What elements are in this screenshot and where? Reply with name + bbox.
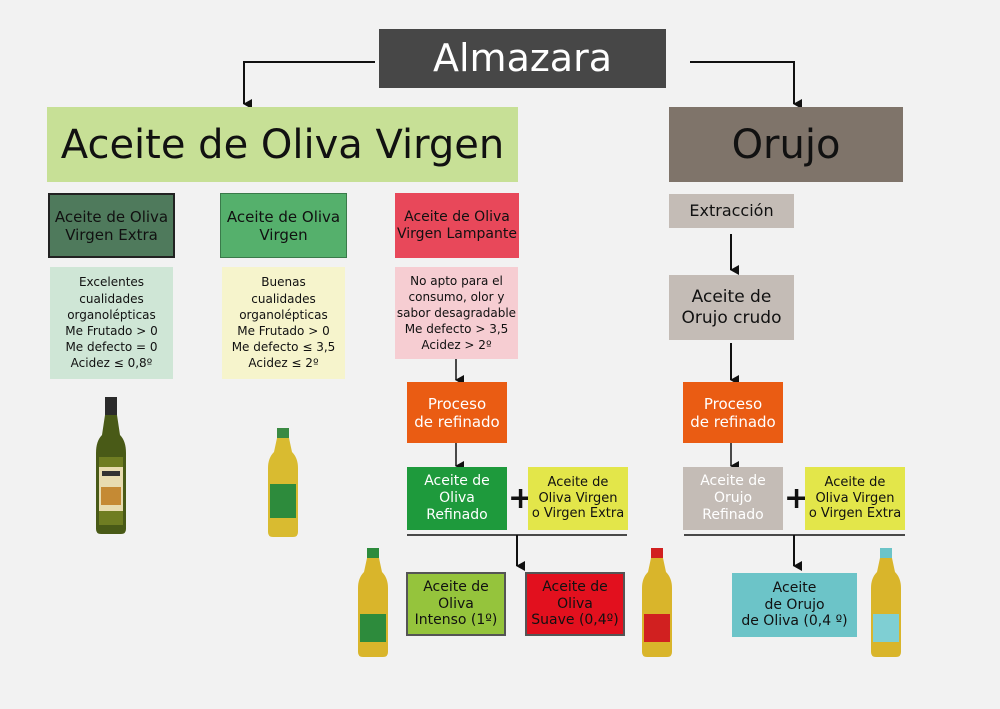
- bottle-intenso-image: [358, 548, 388, 657]
- note-virgen-lampante: No apto para el consumo, olor y sabor de…: [395, 267, 518, 359]
- orujo-crude-oil: Aceite de Orujo crudo: [669, 275, 794, 340]
- bottle-virgen-image: [268, 428, 298, 537]
- bottle-suave-image: [642, 548, 672, 657]
- plus-sign-orujo: +: [784, 481, 810, 516]
- refining-process-orujo: Proceso de refinado: [683, 382, 783, 443]
- blend-virgin-olive: Aceite de Oliva Virgen o Virgen Extra: [528, 467, 628, 530]
- orujo-extraction: Extracción: [669, 194, 794, 228]
- result-aceite-orujo-oliva: Aceite de Orujo de Oliva (0,4 º): [732, 573, 857, 637]
- arrow-title-to-orujo: [690, 61, 802, 109]
- arrow-title-to-virgen: [243, 61, 375, 109]
- note-virgen: Buenas cualidades organolépticas Me Frut…: [222, 267, 345, 379]
- category-virgen: Aceite de Oliva Virgen: [220, 193, 347, 258]
- orujo-branch-header: Orujo: [669, 107, 903, 182]
- bottle-virgen-extra-image: [96, 397, 126, 534]
- result-aceite-oliva-suave: Aceite de Oliva Suave (0,4º): [525, 572, 625, 636]
- note-virgen-extra: Excelentes cualidades organolépticas Me …: [50, 267, 173, 379]
- category-virgen-lampante: Aceite de Oliva Virgen Lampante: [395, 193, 519, 258]
- refined-olive-oil: Aceite de Oliva Refinado: [407, 467, 507, 530]
- category-virgen-extra: Aceite de Oliva Virgen Extra: [48, 193, 175, 258]
- virgen-branch-header: Aceite de Oliva Virgen: [47, 107, 518, 182]
- title-box: Almazara: [379, 29, 666, 88]
- refining-process-olive: Proceso de refinado: [407, 382, 507, 443]
- blend-virgin-orujo: Aceite de Oliva Virgen o Virgen Extra: [805, 467, 905, 530]
- bottle-orujo-image: [871, 548, 901, 657]
- refined-orujo-oil: Aceite de Orujo Refinado: [683, 467, 783, 530]
- result-aceite-oliva-intenso: Aceite de Oliva Intenso (1º): [406, 572, 506, 636]
